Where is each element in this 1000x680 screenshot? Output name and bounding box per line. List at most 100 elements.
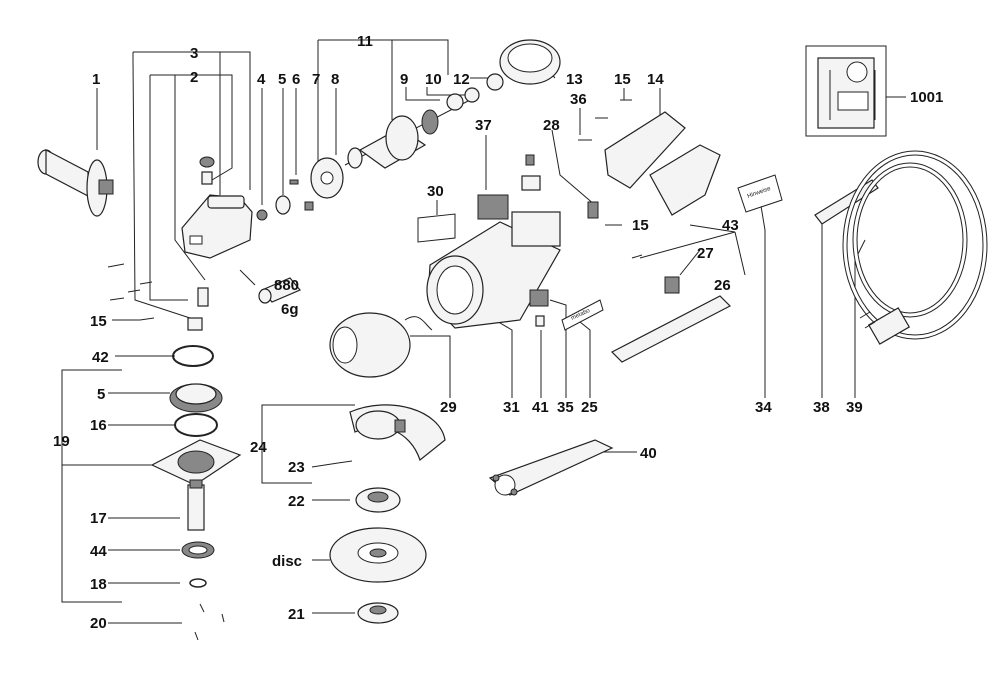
label-8: 8 <box>331 71 339 88</box>
housing-cover-14 <box>604 111 721 216</box>
part-labels: 1 3 2 4 5 6 7 8 11 9 10 12 13 15 14 36 3… <box>53 33 943 632</box>
part-28 <box>587 201 599 219</box>
spanner-40 <box>488 439 614 496</box>
label-3: 3 <box>190 45 198 62</box>
label-17: 17 <box>90 510 107 527</box>
label-6: 6 <box>292 71 300 88</box>
label-12: 12 <box>453 71 470 88</box>
wheel-guard-24 <box>349 404 446 462</box>
grinding-disc <box>329 527 427 583</box>
field-coil-29 <box>329 312 433 378</box>
label-25: 25 <box>581 399 598 416</box>
label-21: 21 <box>288 606 305 623</box>
ring-42 <box>172 345 214 367</box>
bearing-9 <box>446 93 464 111</box>
wiring-schematic-1001 <box>805 45 887 137</box>
brand-tag-25: metabo <box>561 299 604 331</box>
ring-44 <box>181 541 215 559</box>
clamp-nut-21 <box>357 602 399 624</box>
grease-tube <box>258 277 301 304</box>
part-35 <box>529 289 549 307</box>
label-31: 31 <box>503 399 520 416</box>
part-6 <box>289 179 299 185</box>
label-disc: disc <box>272 553 302 570</box>
nut <box>199 156 215 168</box>
ring-16 <box>174 413 218 437</box>
label-5-top: 5 <box>278 71 286 88</box>
label-15-mid: 15 <box>632 217 649 234</box>
gear-housing <box>181 194 253 259</box>
brush-holder <box>521 175 541 191</box>
bearing-flange <box>150 439 242 486</box>
leader-lines <box>61 39 906 624</box>
label-9: 9 <box>400 71 408 88</box>
label-44: 44 <box>90 543 107 560</box>
part-8 <box>304 201 314 211</box>
part-5 <box>275 195 291 215</box>
label-42: 42 <box>92 349 109 366</box>
part-27 <box>631 254 643 259</box>
label-880: 880 <box>274 277 299 294</box>
label-6g: 6g <box>281 301 299 318</box>
part-43 <box>664 276 680 294</box>
label-43: 43 <box>722 217 739 234</box>
label-5-left: 5 <box>97 386 105 403</box>
screws <box>107 99 632 641</box>
flange-22 <box>355 487 401 513</box>
pin <box>197 287 209 307</box>
label-30 <box>417 213 456 243</box>
label-35: 35 <box>557 399 574 416</box>
parts: metabo Hinweise <box>37 39 988 641</box>
bearing-12 <box>486 73 504 91</box>
label-1001: 1001 <box>910 89 943 106</box>
brush <box>525 154 535 166</box>
label-24: 24 <box>250 439 267 456</box>
label-23: 23 <box>288 459 305 476</box>
label-7: 7 <box>312 71 320 88</box>
spindle-17 <box>187 479 205 531</box>
label-20: 20 <box>90 615 107 632</box>
lever-26 <box>610 295 732 363</box>
label-19: 19 <box>53 433 70 450</box>
ring-18 <box>189 578 207 588</box>
label-16: 16 <box>90 417 107 434</box>
armature <box>344 99 471 169</box>
switch-37 <box>477 194 509 220</box>
label-38: 38 <box>813 399 830 416</box>
label-39: 39 <box>846 399 863 416</box>
label-2: 2 <box>190 69 198 86</box>
part-41 <box>535 315 545 327</box>
label-34: 34 <box>755 399 772 416</box>
power-cable <box>814 150 988 345</box>
label-37: 37 <box>475 117 492 134</box>
side-handle <box>37 149 114 217</box>
label-13: 13 <box>566 71 583 88</box>
label-40: 40 <box>640 445 657 462</box>
label-41: 41 <box>532 399 549 416</box>
booklet-34: Hinweise <box>737 174 783 213</box>
label-36: 36 <box>570 91 587 108</box>
gear-5 <box>169 383 223 413</box>
bearing-ring-13 <box>499 39 561 85</box>
label-15-left: 15 <box>90 313 107 330</box>
label-30: 30 <box>427 183 444 200</box>
label-10: 10 <box>425 71 442 88</box>
label-22: 22 <box>288 493 305 510</box>
label-1: 1 <box>92 71 100 88</box>
part-4 <box>256 209 268 221</box>
label-4: 4 <box>257 71 266 88</box>
label-29: 29 <box>440 399 457 416</box>
label-18: 18 <box>90 576 107 593</box>
label-27: 27 <box>697 245 714 262</box>
label-26: 26 <box>714 277 731 294</box>
label-14: 14 <box>647 71 664 88</box>
label-15-top: 15 <box>614 71 631 88</box>
spring <box>201 171 213 185</box>
label-11: 11 <box>357 33 373 50</box>
bearing-10 <box>464 87 480 103</box>
nut-2 <box>187 317 203 331</box>
label-28: 28 <box>543 117 560 134</box>
motor-housing-31 <box>426 211 561 329</box>
